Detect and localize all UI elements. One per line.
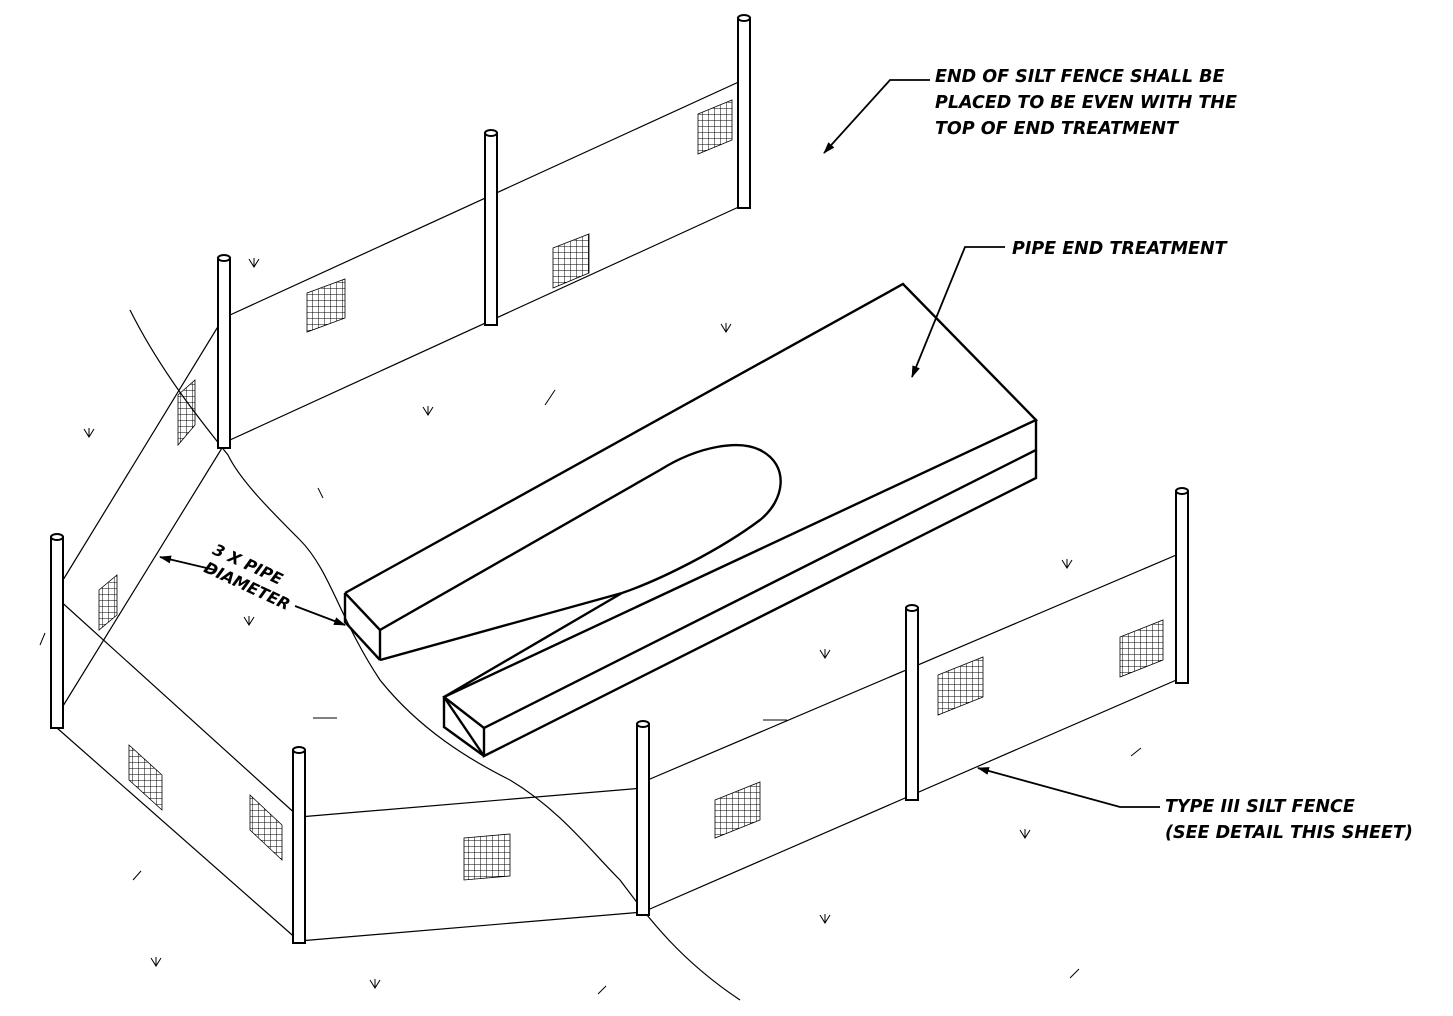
silt-fence-note: TYPE III SILT FENCE (SEE DETAIL THIS SHE…: [1165, 797, 1413, 843]
end-of-fence-leader: [823, 79, 930, 154]
fence-post: [1175, 490, 1189, 684]
end-of-fence-line-1: END OF SILT FENCE SHALL BE: [935, 67, 1225, 87]
silt-fence: [50, 14, 1189, 944]
end-of-fence-line-3: TOP OF END TREATMENT: [935, 119, 1180, 139]
ground-contour-line: [129, 309, 741, 1001]
pipe-end-treatment-label: PIPE END TREATMENT: [1012, 239, 1229, 259]
silt-fence-leader: [977, 767, 1160, 808]
end-of-fence-note: END OF SILT FENCE SHALL BE PLACED TO BE …: [935, 67, 1237, 139]
fence-mesh-patches: [98, 99, 1164, 881]
pipe-end-treatment: [343, 282, 1039, 758]
pipe-diameter-note: 3 X PIPE DIAMETER: [201, 540, 293, 614]
silt-fence-line-2: (SEE DETAIL THIS SHEET): [1165, 823, 1413, 843]
fence-post: [50, 536, 64, 729]
silt-fence-line-1: TYPE III SILT FENCE: [1165, 797, 1355, 817]
fence-post: [905, 607, 919, 801]
fence-posts: [50, 14, 1189, 944]
end-of-fence-line-2: PLACED TO BE EVEN WITH THE: [935, 93, 1237, 113]
pipe-end-treatment-leader: [911, 246, 1005, 378]
fence-post: [217, 257, 231, 449]
ground-texture-marks: [39, 258, 1142, 995]
pipe-diameter-leader-right: [294, 605, 346, 626]
leader-lines: [159, 79, 1160, 808]
fence-post: [737, 17, 751, 209]
pipe-diameter-leader-left: [159, 555, 216, 571]
fence-post: [636, 723, 650, 916]
fence-post: [292, 749, 306, 944]
fence-post: [484, 132, 498, 326]
